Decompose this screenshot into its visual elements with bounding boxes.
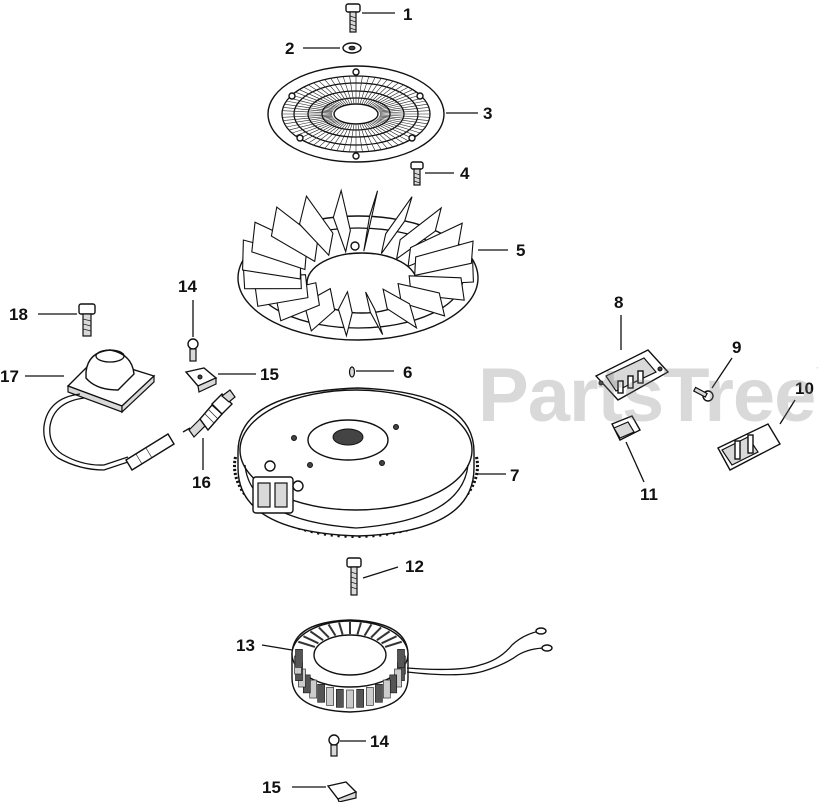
callout-16: 16 [192,473,211,492]
part-17-ignition-coil[interactable] [25,349,175,471]
leader-line [711,357,733,389]
watermark-logo: PartsTree™ [478,352,818,439]
leader-line [625,441,645,483]
callout-10: 10 [795,379,814,398]
callout-7: 7 [510,466,519,485]
leader-line [261,644,293,651]
callout-9: 9 [732,338,741,357]
part-12-screw[interactable] [346,557,399,596]
callout-labels: 1 2 3 4 5 6 7 8 9 10 11 12 13 14 14 15 1… [0,5,814,797]
part-5-fan[interactable] [237,188,508,341]
part-4-screw[interactable] [410,161,454,186]
part-18-screw[interactable] [38,303,96,337]
callout-3: 3 [483,104,492,123]
part-7-flywheel[interactable] [233,387,506,538]
part-14-screw-upper[interactable] [187,300,199,362]
leader-line [779,399,796,425]
part-3-screen[interactable] [267,65,478,163]
part-13-stator[interactable] [261,619,553,713]
watermark-text: PartsTree [478,353,816,438]
part-10-connector[interactable] [717,399,796,471]
part-11-connector[interactable] [611,415,645,483]
callout-5: 5 [516,241,525,260]
part-1-screw[interactable] [345,3,395,33]
part-6-key[interactable] [348,366,395,378]
callout-13: 13 [236,636,255,655]
callout-14-lower: 14 [370,732,389,751]
callout-18: 18 [9,305,28,324]
callout-1: 1 [403,5,412,24]
callout-2: 2 [285,39,294,58]
callout-11: 11 [640,485,658,504]
part-2-washer[interactable] [303,42,362,54]
callout-17: 17 [0,367,19,386]
callout-4: 4 [460,164,470,183]
part-16-spark-plug[interactable] [182,389,236,470]
callout-12: 12 [405,557,424,576]
part-15-clip-upper[interactable] [184,367,256,393]
callout-8: 8 [614,293,623,312]
callout-6: 6 [403,363,412,382]
callout-15-lower: 15 [262,778,281,797]
callout-15-upper: 15 [260,365,279,384]
leader-line [362,566,399,579]
part-15-clip-lower[interactable] [292,781,358,802]
callout-14-upper: 14 [178,277,197,296]
part-9-screw[interactable] [692,357,733,402]
part-14-screw-lower[interactable] [328,734,366,757]
part-8-rectifier[interactable] [594,315,670,401]
watermark-trademark: ™ [815,362,818,387]
